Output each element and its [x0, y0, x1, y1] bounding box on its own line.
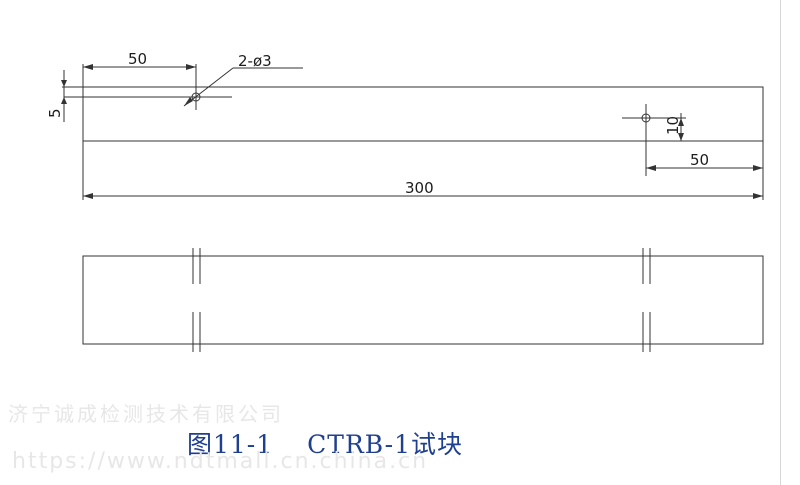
dim-10-text: 10: [664, 116, 682, 135]
dim-50-bottom-text: 50: [690, 151, 709, 169]
figure-number: 图11-1: [187, 430, 274, 459]
block-title: CTRB-1试块: [307, 430, 463, 459]
dim-300-text: 300: [405, 179, 434, 197]
dim-5-text: 5: [46, 108, 64, 118]
watermark-company: 济宁诚成检测技术有限公司: [8, 402, 284, 426]
arrow-5-bottom: [61, 97, 67, 104]
arrow-50-bottom-right: [753, 165, 763, 171]
arrow-50-top-right: [186, 64, 196, 70]
arrow-5-top: [61, 80, 67, 87]
left-hole-circle: [191, 92, 201, 102]
page-edge-line: [780, 0, 781, 485]
figure-caption: 图11-1 CTRB-1试块: [187, 425, 463, 461]
technical-drawing: 50 2-ø3 5 10 50 300: [46, 50, 764, 352]
arrow-300-right: [753, 193, 763, 199]
arrow-hole-leader: [184, 97, 193, 106]
watermark-url: https://www.ndtmall.cn.china.cn: [12, 449, 429, 474]
arrow-50-top-left: [83, 64, 93, 70]
arrow-10-bottom: [678, 133, 684, 141]
arrow-50-bottom-left: [646, 165, 656, 171]
side-view-block-outline: [82, 255, 764, 345]
left-hole-leader: [183, 67, 234, 107]
arrow-300-left: [83, 193, 93, 199]
top-view-block-outline: [82, 86, 764, 142]
arrow-10-top: [678, 118, 684, 126]
dim-50-top-text: 50: [128, 50, 147, 68]
dim-hole-callout-text: 2-ø3: [238, 52, 272, 70]
